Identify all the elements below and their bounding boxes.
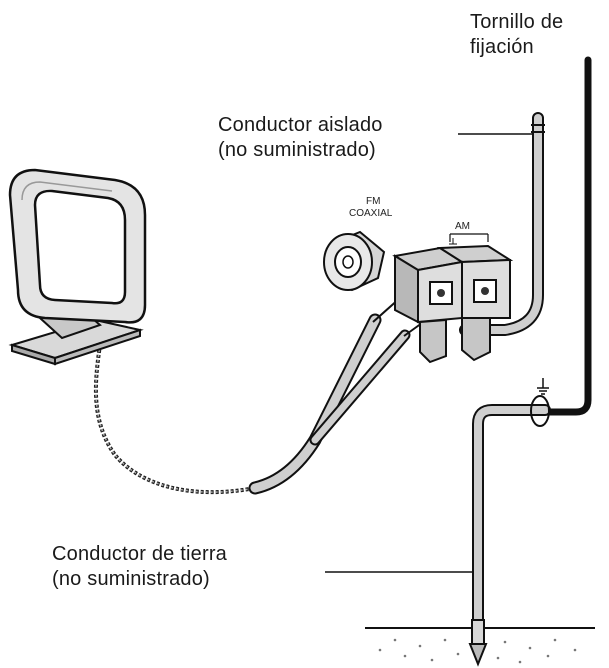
insulated-conductor <box>459 112 545 336</box>
ground-stake-icon <box>468 619 488 667</box>
fixing-screw-label-line2: fijación <box>470 36 534 58</box>
ground-conductor <box>472 395 551 631</box>
ground-conductor-label-line2: (no suministrado) <box>52 568 210 590</box>
fm-coaxial-label: COAXIAL <box>349 208 393 219</box>
ground-conductor-label: Conductor de tierra <box>52 543 228 565</box>
fixing-screw-wire <box>541 56 592 416</box>
insulated-conductor-label-line2: (no suministrado) <box>218 139 376 161</box>
antenna-cables <box>248 297 441 495</box>
fm-label: FM <box>366 196 381 207</box>
loop-antenna-icon <box>8 168 147 366</box>
ground-symbol-icon <box>537 378 549 395</box>
antenna-twisted-wire <box>93 344 256 495</box>
leader-lines <box>325 133 532 573</box>
insulated-conductor-label: Conductor aislado <box>218 114 383 136</box>
am-label: AM <box>455 221 470 232</box>
am-terminal-icon <box>392 233 514 364</box>
fm-coaxial-jack-icon <box>323 230 386 292</box>
fixing-screw-label: Tornillo de <box>470 11 564 33</box>
